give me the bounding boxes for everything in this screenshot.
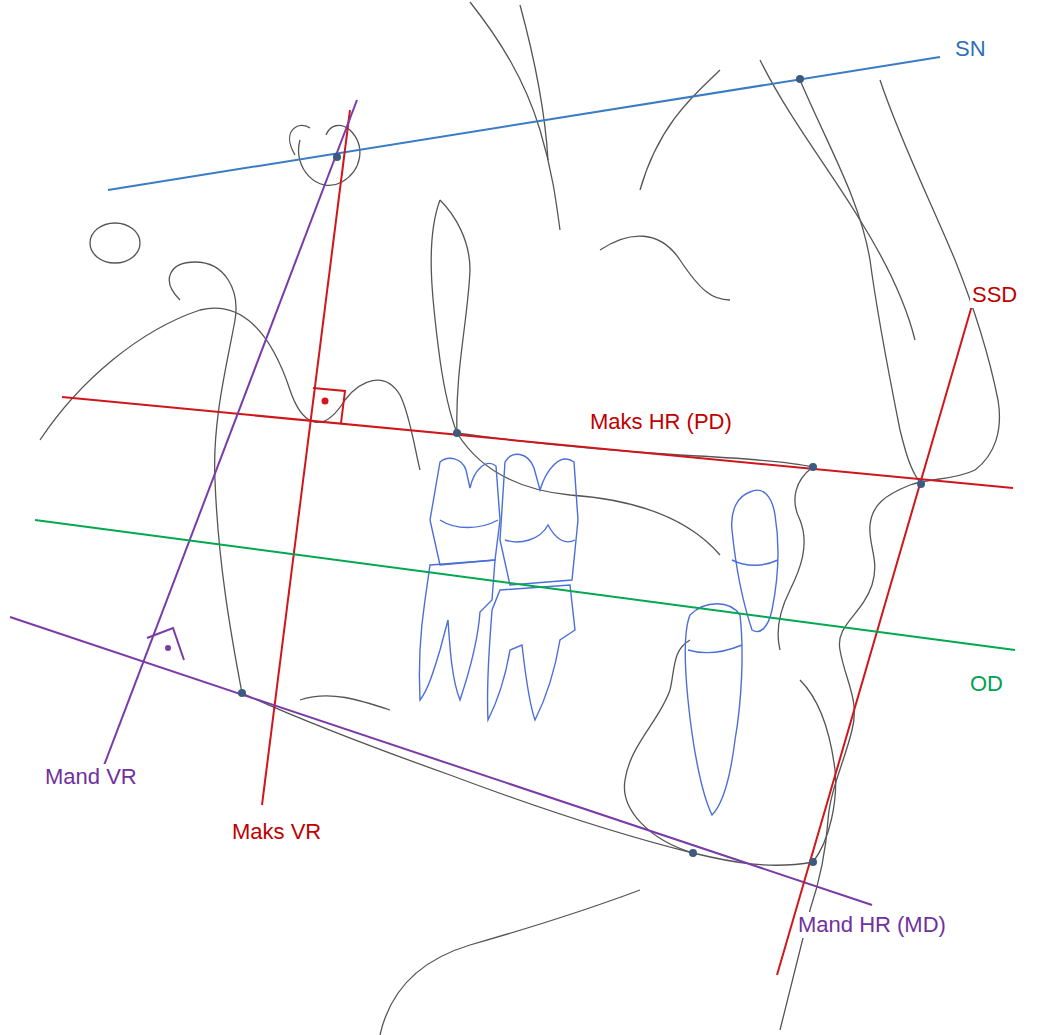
right-angle-dot xyxy=(322,398,329,405)
line-label: OD xyxy=(968,671,1005,697)
line-label: SN xyxy=(953,36,988,62)
line-label: Maks HR (PD) xyxy=(588,409,734,435)
maxillary-vertical-line xyxy=(262,110,350,805)
maxillary-horizontal-line xyxy=(62,397,1013,488)
line-label: SSD xyxy=(970,282,1019,308)
ssd-line xyxy=(777,295,975,975)
right-angle-marker xyxy=(147,628,184,660)
teeth-tracing xyxy=(419,454,778,815)
right-angle-dot xyxy=(165,645,171,651)
sn-line xyxy=(108,57,940,190)
skull-tracing xyxy=(40,2,999,1035)
right-angle-marker xyxy=(313,388,345,423)
landmark-dots xyxy=(238,75,925,866)
line-label: Mand VR xyxy=(43,764,139,790)
reference-lines xyxy=(10,57,1015,975)
mandibular-vertical-line xyxy=(103,100,357,768)
line-label: Maks VR xyxy=(230,819,323,845)
line-label: Mand HR (MD) xyxy=(796,912,948,938)
mandibular-horizontal-line xyxy=(10,617,872,905)
occlusal-line xyxy=(35,520,1015,650)
